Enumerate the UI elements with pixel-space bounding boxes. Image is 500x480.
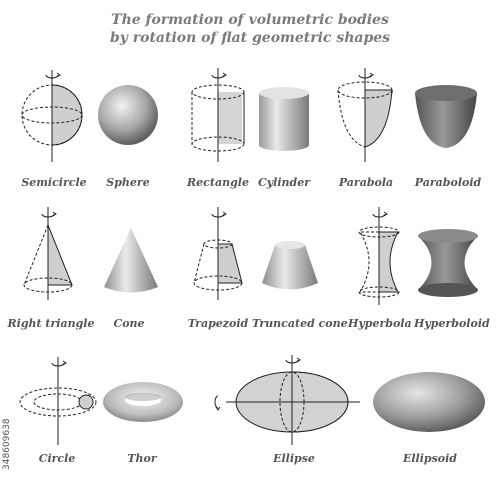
label-rectangle: Rectangle (187, 176, 249, 189)
label-hyperbola: Hyperbola (348, 317, 412, 330)
label-hyperboloid: Hyperboloid (414, 317, 490, 330)
label-paraboloid: Paraboloid (414, 176, 482, 189)
label-truncated-cone: Truncated cone (252, 317, 348, 330)
label-circle: Circle (38, 452, 76, 465)
label-cone: Cone (113, 317, 145, 330)
label-right-triangle: Right triangle (7, 317, 95, 330)
label-semicircle: Semicircle (21, 176, 87, 189)
paraboloid-figure (415, 85, 477, 148)
title-line-1: The formation of volumetric bodies (111, 12, 389, 28)
label-cylinder: Cylinder (258, 176, 310, 189)
label-ellipsoid: Ellipsoid (402, 452, 457, 465)
hyperbola-figure (358, 207, 400, 305)
label-thor: Thor (127, 452, 157, 465)
right-triangle-figure (23, 207, 73, 300)
circle-figure (19, 357, 97, 445)
torus-figure (103, 382, 183, 422)
label-parabola: Parabola (338, 176, 394, 189)
rectangle-figure (191, 68, 245, 162)
title-line-2: by rotation of flat geometric shapes (109, 30, 391, 46)
label-trapezoid: Trapezoid (187, 317, 249, 330)
ellipse-figure (214, 355, 360, 445)
label-ellipse: Ellipse (273, 452, 315, 465)
label-sphere: Sphere (106, 176, 150, 189)
watermark-id: 348609638 (2, 418, 12, 470)
truncated-cone-figure (262, 241, 318, 290)
parabola-figure (337, 68, 393, 162)
semicircle-figure (21, 70, 83, 162)
cone-figure (104, 228, 158, 293)
hyperboloid-figure (418, 229, 478, 297)
sphere-figure (98, 85, 158, 145)
ellipsoid-figure (373, 372, 485, 432)
cylinder-figure (259, 87, 309, 151)
trapezoid-figure (193, 207, 243, 300)
